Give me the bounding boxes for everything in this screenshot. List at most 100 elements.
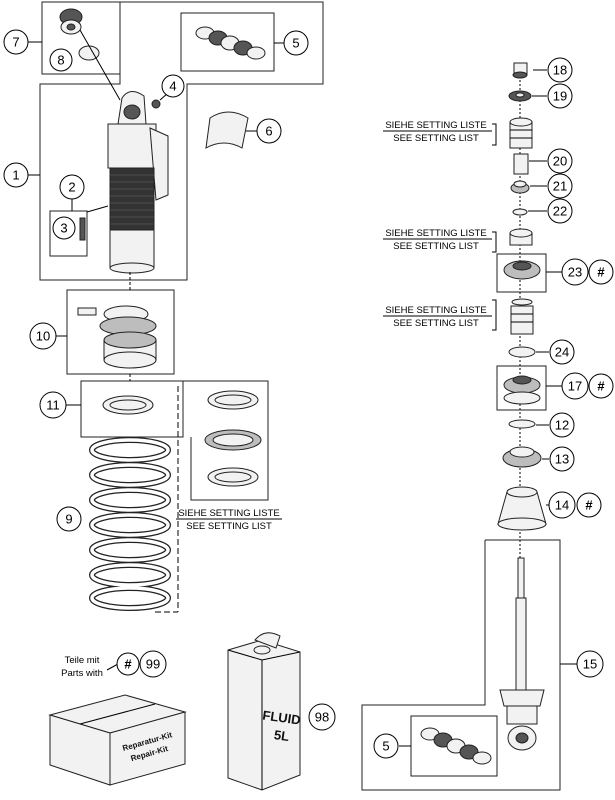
callout-99: 99 bbox=[139, 650, 167, 678]
piston-part-17 bbox=[503, 375, 541, 405]
callout-7: 7 bbox=[3, 29, 29, 55]
setting-note-spring: SIEHE SETTING LISTE SEE SETTING LIST bbox=[176, 508, 282, 532]
shock-body-part bbox=[107, 91, 169, 274]
shim-stack-lower bbox=[510, 298, 534, 335]
svg-text:SIEHE SETTING LISTE: SIEHE SETTING LISTE bbox=[385, 120, 486, 131]
svg-text:7: 7 bbox=[12, 35, 19, 50]
callout-6: 6 bbox=[256, 118, 282, 144]
svg-text:99: 99 bbox=[146, 657, 160, 672]
svg-text:#: # bbox=[124, 657, 132, 672]
callout-14: 14 bbox=[548, 491, 576, 519]
svg-text:5: 5 bbox=[292, 36, 299, 51]
shock-absorber-assembly bbox=[28, 1, 324, 613]
hash-17: # bbox=[588, 373, 614, 399]
callout-11: 11 bbox=[39, 391, 67, 419]
callout-17: 17 bbox=[561, 372, 589, 400]
svg-text:#: # bbox=[597, 265, 605, 280]
svg-text:SIEHE SETTING LISTE: SIEHE SETTING LISTE bbox=[385, 305, 486, 316]
svg-text:FLUID: FLUID bbox=[262, 707, 302, 727]
callout-21: 21 bbox=[547, 173, 573, 199]
callout-8: 8 bbox=[49, 48, 73, 72]
svg-text:SIEHE SETTING LISTE: SIEHE SETTING LISTE bbox=[385, 228, 486, 239]
callout-24: 24 bbox=[549, 339, 575, 365]
svg-text:2: 2 bbox=[68, 180, 75, 195]
svg-text:Parts with: Parts with bbox=[61, 668, 103, 679]
shim-stack-middle bbox=[509, 228, 533, 246]
svg-text:3: 3 bbox=[60, 221, 67, 236]
svg-text:22: 22 bbox=[553, 204, 567, 219]
svg-text:18: 18 bbox=[553, 63, 567, 78]
piston-part-23 bbox=[503, 260, 541, 280]
spring-retainer-part-11 bbox=[102, 390, 262, 487]
callout-1: 1 bbox=[3, 162, 29, 188]
svg-text:17: 17 bbox=[568, 379, 582, 394]
svg-text:13: 13 bbox=[555, 452, 569, 467]
screw-part-4 bbox=[151, 99, 161, 109]
callout-18: 18 bbox=[547, 57, 573, 83]
protection-foil-part-6 bbox=[205, 111, 249, 149]
hash-23: # bbox=[588, 259, 614, 285]
hash-14: # bbox=[576, 492, 602, 518]
ring-part-12 bbox=[508, 419, 536, 429]
svg-text:Teile mit: Teile mit bbox=[65, 655, 100, 666]
svg-text:SEE SETTING LIST: SEE SETTING LIST bbox=[393, 133, 479, 144]
svg-text:#: # bbox=[597, 379, 605, 394]
callout-23: 23 bbox=[561, 258, 589, 286]
svg-text:SEE SETTING LIST: SEE SETTING LIST bbox=[393, 241, 479, 252]
seal-set-part-5 bbox=[195, 26, 266, 60]
callout-22: 22 bbox=[547, 198, 573, 224]
svg-text:15: 15 bbox=[583, 657, 597, 672]
svg-text:4: 4 bbox=[169, 79, 176, 94]
callout-5-lower: 5 bbox=[373, 733, 399, 759]
callout-13: 13 bbox=[549, 446, 575, 472]
svg-text:SEE SETTING LIST: SEE SETTING LIST bbox=[393, 318, 479, 329]
adjusting-ring-part-10 bbox=[77, 305, 157, 369]
svg-text:98: 98 bbox=[315, 710, 329, 725]
svg-text:6: 6 bbox=[265, 124, 272, 139]
callout-15: 15 bbox=[576, 650, 604, 678]
washer-part-21 bbox=[510, 180, 530, 194]
seal-part-13 bbox=[502, 446, 542, 468]
svg-text:#: # bbox=[585, 498, 593, 513]
bump-rubber-part-14 bbox=[497, 486, 547, 531]
seal-set-part-5-lower bbox=[420, 727, 492, 765]
svg-text:9: 9 bbox=[65, 512, 72, 527]
nut-part-18 bbox=[512, 62, 528, 79]
svg-text:11: 11 bbox=[46, 398, 60, 413]
svg-text:5L: 5L bbox=[273, 727, 290, 744]
callout-2: 2 bbox=[59, 174, 85, 200]
svg-text:SEE SETTING LIST: SEE SETTING LIST bbox=[186, 521, 272, 532]
fluid-canister: FLUID 5L bbox=[227, 632, 302, 791]
callout-12: 12 bbox=[549, 412, 575, 438]
svg-text:SIEHE SETTING LISTE: SIEHE SETTING LISTE bbox=[178, 508, 279, 519]
svg-text:23: 23 bbox=[568, 265, 582, 280]
svg-text:10: 10 bbox=[36, 329, 50, 344]
callout-98: 98 bbox=[308, 703, 336, 731]
svg-text:14: 14 bbox=[555, 498, 569, 513]
callout-5: 5 bbox=[283, 30, 309, 56]
callout-9: 9 bbox=[56, 506, 82, 532]
damper-stack bbox=[361, 62, 577, 791]
callout-10: 10 bbox=[29, 322, 57, 350]
svg-text:1: 1 bbox=[12, 168, 19, 183]
washer-part-24 bbox=[508, 346, 536, 358]
shim-stack-upper bbox=[509, 117, 533, 149]
valve-part-3 bbox=[79, 217, 86, 241]
hash-legend: # bbox=[116, 652, 140, 676]
callout-4: 4 bbox=[161, 74, 185, 98]
legend: Teile mit Parts with bbox=[61, 655, 119, 679]
setting-note-middle: SIEHE SETTING LISTE SEE SETTING LIST bbox=[383, 228, 497, 253]
svg-text:19: 19 bbox=[553, 89, 567, 104]
repair-kit-box: Reparatur-Kit Repair-Kit bbox=[48, 694, 187, 786]
reservoir-cap-part bbox=[59, 8, 83, 35]
svg-text:5: 5 bbox=[382, 739, 389, 754]
setting-note-upper: SIEHE SETTING LISTE SEE SETTING LIST bbox=[383, 120, 497, 146]
piston-rod-part-15 bbox=[499, 557, 545, 751]
callout-19: 19 bbox=[547, 83, 573, 109]
svg-text:24: 24 bbox=[555, 345, 569, 360]
callout-20: 20 bbox=[547, 148, 573, 174]
spacer-part-20 bbox=[513, 153, 529, 175]
svg-text:12: 12 bbox=[555, 418, 569, 433]
washer-part-19 bbox=[508, 90, 532, 102]
